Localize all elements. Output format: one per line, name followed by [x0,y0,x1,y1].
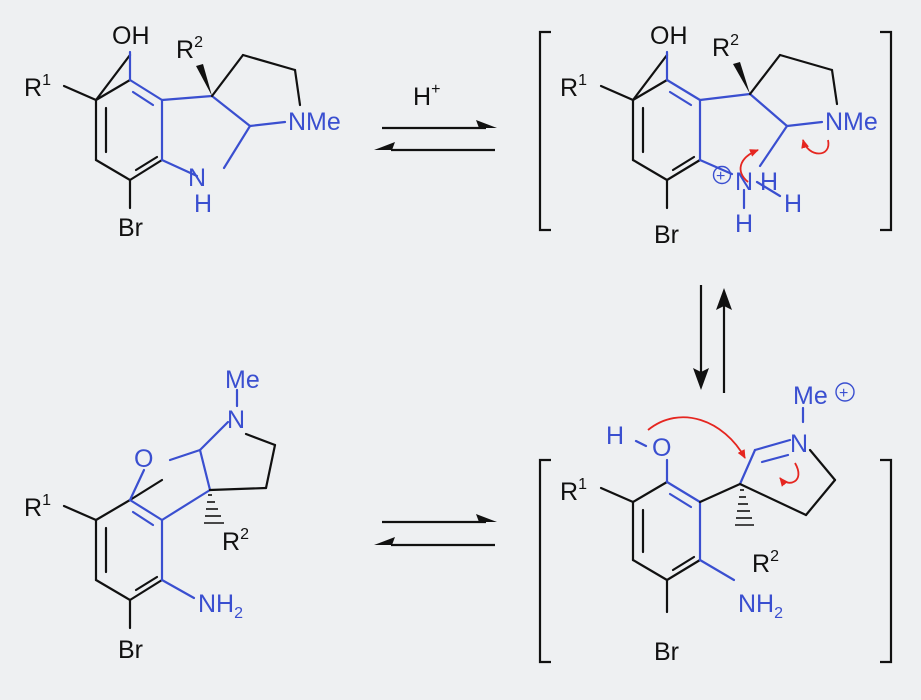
molecule-pyrroloindoline: OH R1 R2 NMe N H Br [24,22,341,242]
molecule-furobenzene-amine: Me N O R1 R2 NH2 Br [24,366,277,664]
svg-text:R1: R1 [24,492,51,522]
nh-h-label-2a: H [760,168,778,196]
molecule-iminium-intermediate: H O N Me + R1 R2 NH2 Br [538,382,893,666]
nme-label-2: NMe [825,108,878,136]
br-label-2: Br [654,221,679,249]
n-label-3: N [227,406,245,434]
positive-charge-icon-2 [835,382,855,402]
nh-h-label-2c: H [735,210,753,238]
nh-h-label-1: H [194,190,212,218]
r2-label-4: R [752,550,770,578]
positive-charge-symbol-1: + [716,168,725,185]
br-label-4: Br [654,638,679,666]
nh2-label-3: NH [198,590,234,618]
h-label-4: H [606,422,624,450]
curly-arrow-icon-2 [801,139,830,155]
svg-text:R2: R2 [222,526,249,556]
nh-n-label-1: N [188,164,206,192]
oh-label-2: OH [650,22,688,50]
r2-label-2: R [712,34,730,62]
svg-text:OH: OH [650,22,688,50]
br-label-3: Br [118,636,143,664]
r1-label-3: R [24,494,42,522]
svg-text:OH: OH [112,22,150,50]
me-label-3: Me [225,366,260,394]
r1-label-1: R [24,74,42,102]
svg-text:R1: R1 [24,72,51,102]
nh-h-label-2b: H [784,190,802,218]
curly-arrow-icon-4 [779,462,800,487]
svg-text:R2: R2 [712,32,739,62]
equilibrium-arrow-bottom [374,514,497,547]
proton-reagent: H+ [413,81,440,111]
equilibrium-arrow-vertical [693,285,732,393]
svg-text:R1: R1 [560,476,587,506]
r2-label-3: R [222,528,240,556]
svg-text:R2: R2 [752,548,779,578]
svg-text:NH2: NH2 [738,590,783,622]
molecule-protonated-intermediate: OH R1 R2 NMe N H H H + Br [538,22,893,249]
equilibrium-arrow-top: H+ [374,81,497,152]
positive-charge-icon-1 [712,165,732,185]
oh-label-1: OH [112,22,150,50]
svg-text:R1: R1 [560,72,587,102]
curly-arrow-icon-3 [647,416,746,459]
r1-label-4: R [560,478,578,506]
svg-text:R2: R2 [176,34,203,64]
o-label-4: O [652,434,671,462]
r1-label-2: R [560,74,578,102]
me-label-4: Me [793,382,828,410]
r2-label-1: R [176,36,194,64]
positive-charge-symbol-2: + [839,385,848,402]
o-label-3: O [134,445,153,473]
nh2-label-4: NH [738,590,774,618]
nme-label-1: NMe [288,108,341,136]
curly-arrow-icon-1 [739,149,759,183]
br-label-1: Br [118,214,143,242]
n-label-4: N [790,430,808,458]
nh-n-label-2: N [735,168,753,196]
svg-text:NH2: NH2 [198,590,243,622]
